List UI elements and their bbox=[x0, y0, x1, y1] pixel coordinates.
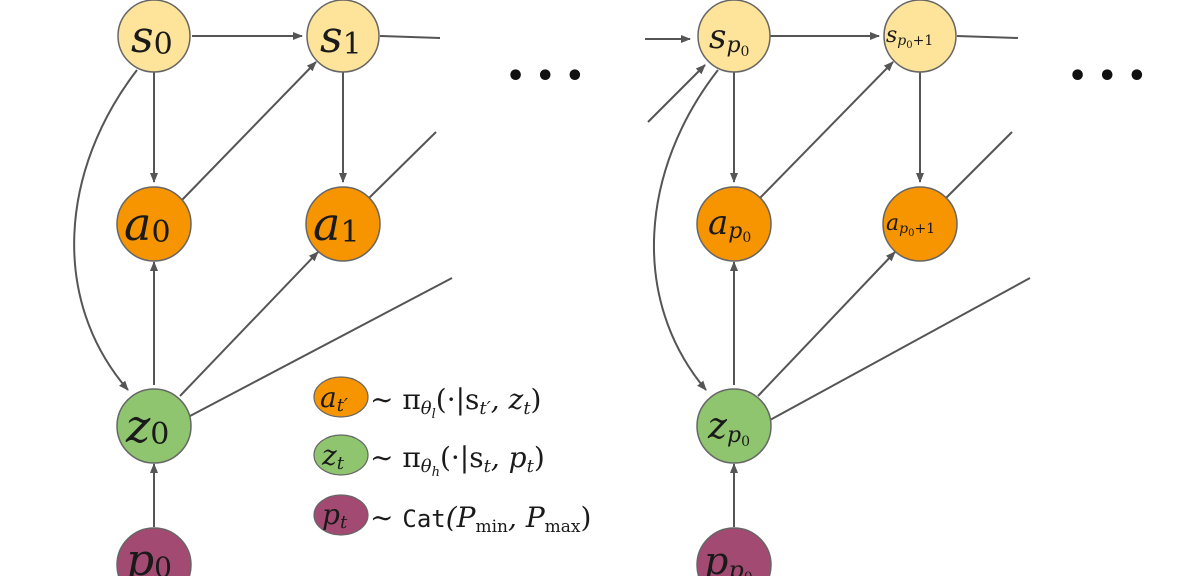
node-sp0: sp0 bbox=[697, 0, 771, 73]
ellipsis-left: • • • bbox=[506, 59, 584, 94]
svg-text:zt: zt bbox=[321, 439, 345, 474]
node-sp1: sp0+1 bbox=[883, 0, 957, 73]
edge-zp0-ap1 bbox=[757, 251, 896, 397]
legend-latent: zt ∼ πθh(·|st, pt) bbox=[313, 434, 545, 480]
node-s1: s1 bbox=[306, 0, 380, 73]
node-a1: a1 bbox=[305, 186, 381, 262]
svg-text:∼ πθl(·|st′, zt): ∼ πθl(·|st′, zt) bbox=[370, 383, 541, 422]
edge-sp1-out bbox=[956, 35, 1019, 39]
svg-text:∼ πθh(·|st, pt): ∼ πθh(·|st, pt) bbox=[370, 441, 545, 480]
svg-text:s0: s0 bbox=[131, 12, 173, 63]
svg-text:∼ Cat(Pmin, Pmax): ∼ Cat(Pmin, Pmax) bbox=[370, 501, 591, 537]
legend-action: at′ ∼ πθl(·|st′, zt) bbox=[313, 376, 541, 422]
svg-text:ap0+1: ap0+1 bbox=[886, 211, 935, 239]
edge-ap1-out bbox=[945, 131, 1013, 199]
edge-s0-z0 bbox=[73, 69, 138, 391]
node-ap1: ap0+1 bbox=[882, 186, 958, 262]
edge-z0-a1 bbox=[179, 251, 319, 397]
svg-text:sp0: sp0 bbox=[709, 17, 749, 60]
svg-text:ap0: ap0 bbox=[708, 203, 751, 246]
node-pp0: pp0 bbox=[696, 527, 772, 576]
svg-text:pt: pt bbox=[322, 498, 348, 533]
edge-z0-out bbox=[189, 277, 453, 417]
svg-text:zp0: zp0 bbox=[707, 406, 750, 450]
svg-text:a1: a1 bbox=[313, 197, 360, 251]
svg-text:z0: z0 bbox=[125, 399, 169, 453]
svg-text:s1: s1 bbox=[320, 12, 362, 63]
edge-a0-s1 bbox=[181, 61, 317, 201]
edge-a1-out bbox=[368, 131, 437, 199]
edges-left bbox=[73, 32, 453, 527]
edge-sp0-zp0 bbox=[653, 69, 719, 391]
edges-right bbox=[645, 32, 1031, 527]
node-a0: a0 bbox=[116, 186, 192, 262]
ellipsis-right: • • • bbox=[1068, 59, 1146, 94]
edge-s1-out bbox=[379, 35, 441, 39]
legend-period: pt ∼ Cat(Pmin, Pmax) bbox=[313, 494, 591, 537]
svg-text:sp0+1: sp0+1 bbox=[886, 23, 933, 51]
node-s0: s0 bbox=[117, 0, 191, 73]
svg-text:p0: p0 bbox=[126, 535, 172, 576]
svg-text:at′: at′ bbox=[320, 381, 348, 416]
node-zp0: zp0 bbox=[696, 388, 772, 464]
svg-text:pp0: pp0 bbox=[704, 539, 753, 576]
svg-text:a0: a0 bbox=[124, 197, 171, 251]
edge-zp0-out bbox=[769, 277, 1031, 421]
node-ap0: ap0 bbox=[696, 186, 772, 262]
edge-ap0-sp1 bbox=[757, 61, 894, 201]
node-z0: z0 bbox=[116, 388, 192, 464]
edge-in2-sp0 bbox=[647, 64, 706, 123]
node-p0: p0 bbox=[116, 527, 192, 576]
legend: at′ ∼ πθl(·|st′, zt) zt ∼ πθh(·|st, pt) … bbox=[313, 376, 591, 537]
